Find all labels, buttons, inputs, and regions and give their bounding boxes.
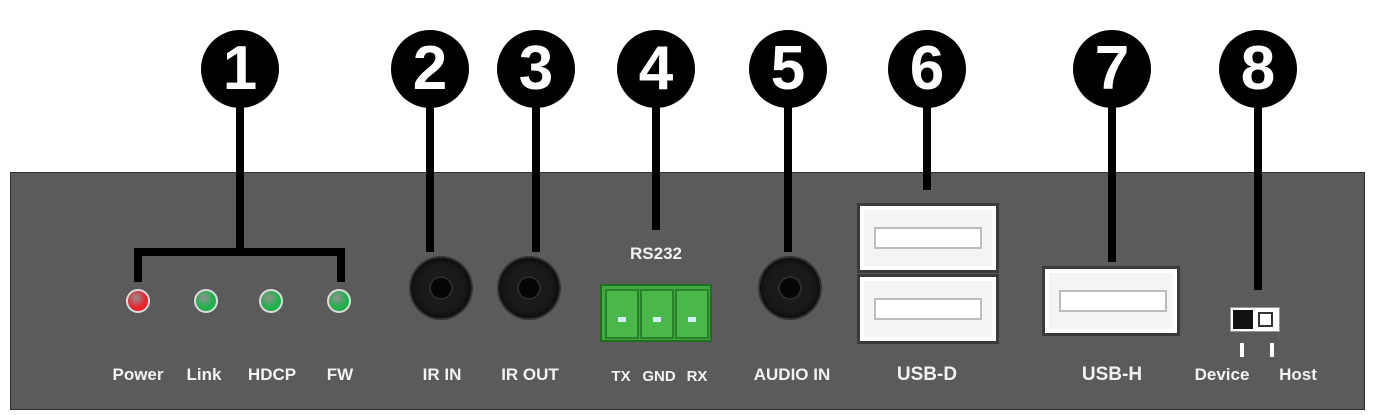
leader-bracket-1-left	[134, 248, 142, 282]
usb-d-lower-port	[860, 277, 996, 341]
callout-6-number: 6	[909, 34, 945, 103]
callout-1: 1	[201, 30, 279, 108]
rs232-label: RS232	[630, 244, 682, 263]
ir-in-label: IR IN	[422, 365, 462, 384]
callout-8: 8	[1219, 30, 1297, 108]
rs232-rx-label: RX	[686, 368, 708, 385]
callout-8-number: 8	[1240, 34, 1276, 103]
callout-7-number: 7	[1094, 34, 1130, 103]
callout-6: 6	[888, 30, 966, 108]
rs232-terminal-block	[600, 284, 712, 342]
usb-h-port	[1045, 269, 1177, 333]
callout-5: 5	[749, 30, 827, 108]
hdcp-led-label: HDCP	[247, 365, 297, 384]
leader-line-4	[652, 104, 660, 230]
leader-line-2	[426, 104, 434, 252]
callout-5-number: 5	[770, 34, 806, 103]
leader-line-1	[236, 104, 244, 254]
leader-bracket-1	[134, 248, 345, 256]
rs232-gnd-pin	[653, 317, 661, 322]
host-switch-label: Host	[1279, 365, 1317, 384]
ir-out-jack	[499, 258, 559, 318]
leader-line-3	[532, 104, 540, 252]
link-led	[194, 289, 218, 313]
power-led-label: Power	[112, 365, 164, 384]
rs232-rx-terminal	[675, 289, 709, 339]
rs232-tx-label: TX	[611, 368, 631, 385]
power-led	[126, 289, 150, 313]
callout-3: 3	[497, 30, 575, 108]
leader-bracket-1-right	[337, 248, 345, 282]
callout-7: 7	[1073, 30, 1151, 108]
audio-in-jack	[760, 258, 820, 318]
ir-out-label: IR OUT	[501, 365, 559, 384]
leader-line-5	[784, 104, 792, 252]
usb-d-label: USB-D	[896, 364, 958, 385]
rs232-tx-terminal	[605, 289, 639, 339]
device-switch-label: Device	[1194, 365, 1250, 384]
callout-4: 4	[617, 30, 695, 108]
usb-d-upper-port	[860, 206, 996, 270]
callout-3-number: 3	[518, 34, 554, 103]
leader-line-7	[1108, 104, 1116, 262]
audio-in-label: AUDIO IN	[753, 365, 831, 384]
switch-slot	[1258, 312, 1273, 327]
rs232-gnd-label: GND	[642, 368, 676, 385]
fw-led	[327, 289, 351, 313]
callout-2: 2	[391, 30, 469, 108]
usb-h-label: USB-H	[1081, 364, 1143, 385]
ir-in-jack	[411, 258, 471, 318]
rs232-gnd-terminal	[640, 289, 674, 339]
device-host-switch	[1230, 307, 1280, 332]
rs232-rx-pin	[688, 317, 696, 322]
device-position-tick	[1240, 343, 1244, 357]
rs232-tx-pin	[618, 317, 626, 322]
callout-2-number: 2	[412, 34, 448, 103]
switch-knob	[1233, 310, 1253, 329]
callout-1-number: 1	[222, 34, 258, 103]
host-position-tick	[1270, 343, 1274, 357]
hdcp-led	[259, 289, 283, 313]
leader-line-6	[923, 104, 931, 190]
callout-4-number: 4	[638, 34, 674, 103]
fw-led-label: FW	[326, 365, 354, 384]
link-led-label: Link	[186, 365, 222, 384]
leader-line-8	[1254, 104, 1262, 290]
